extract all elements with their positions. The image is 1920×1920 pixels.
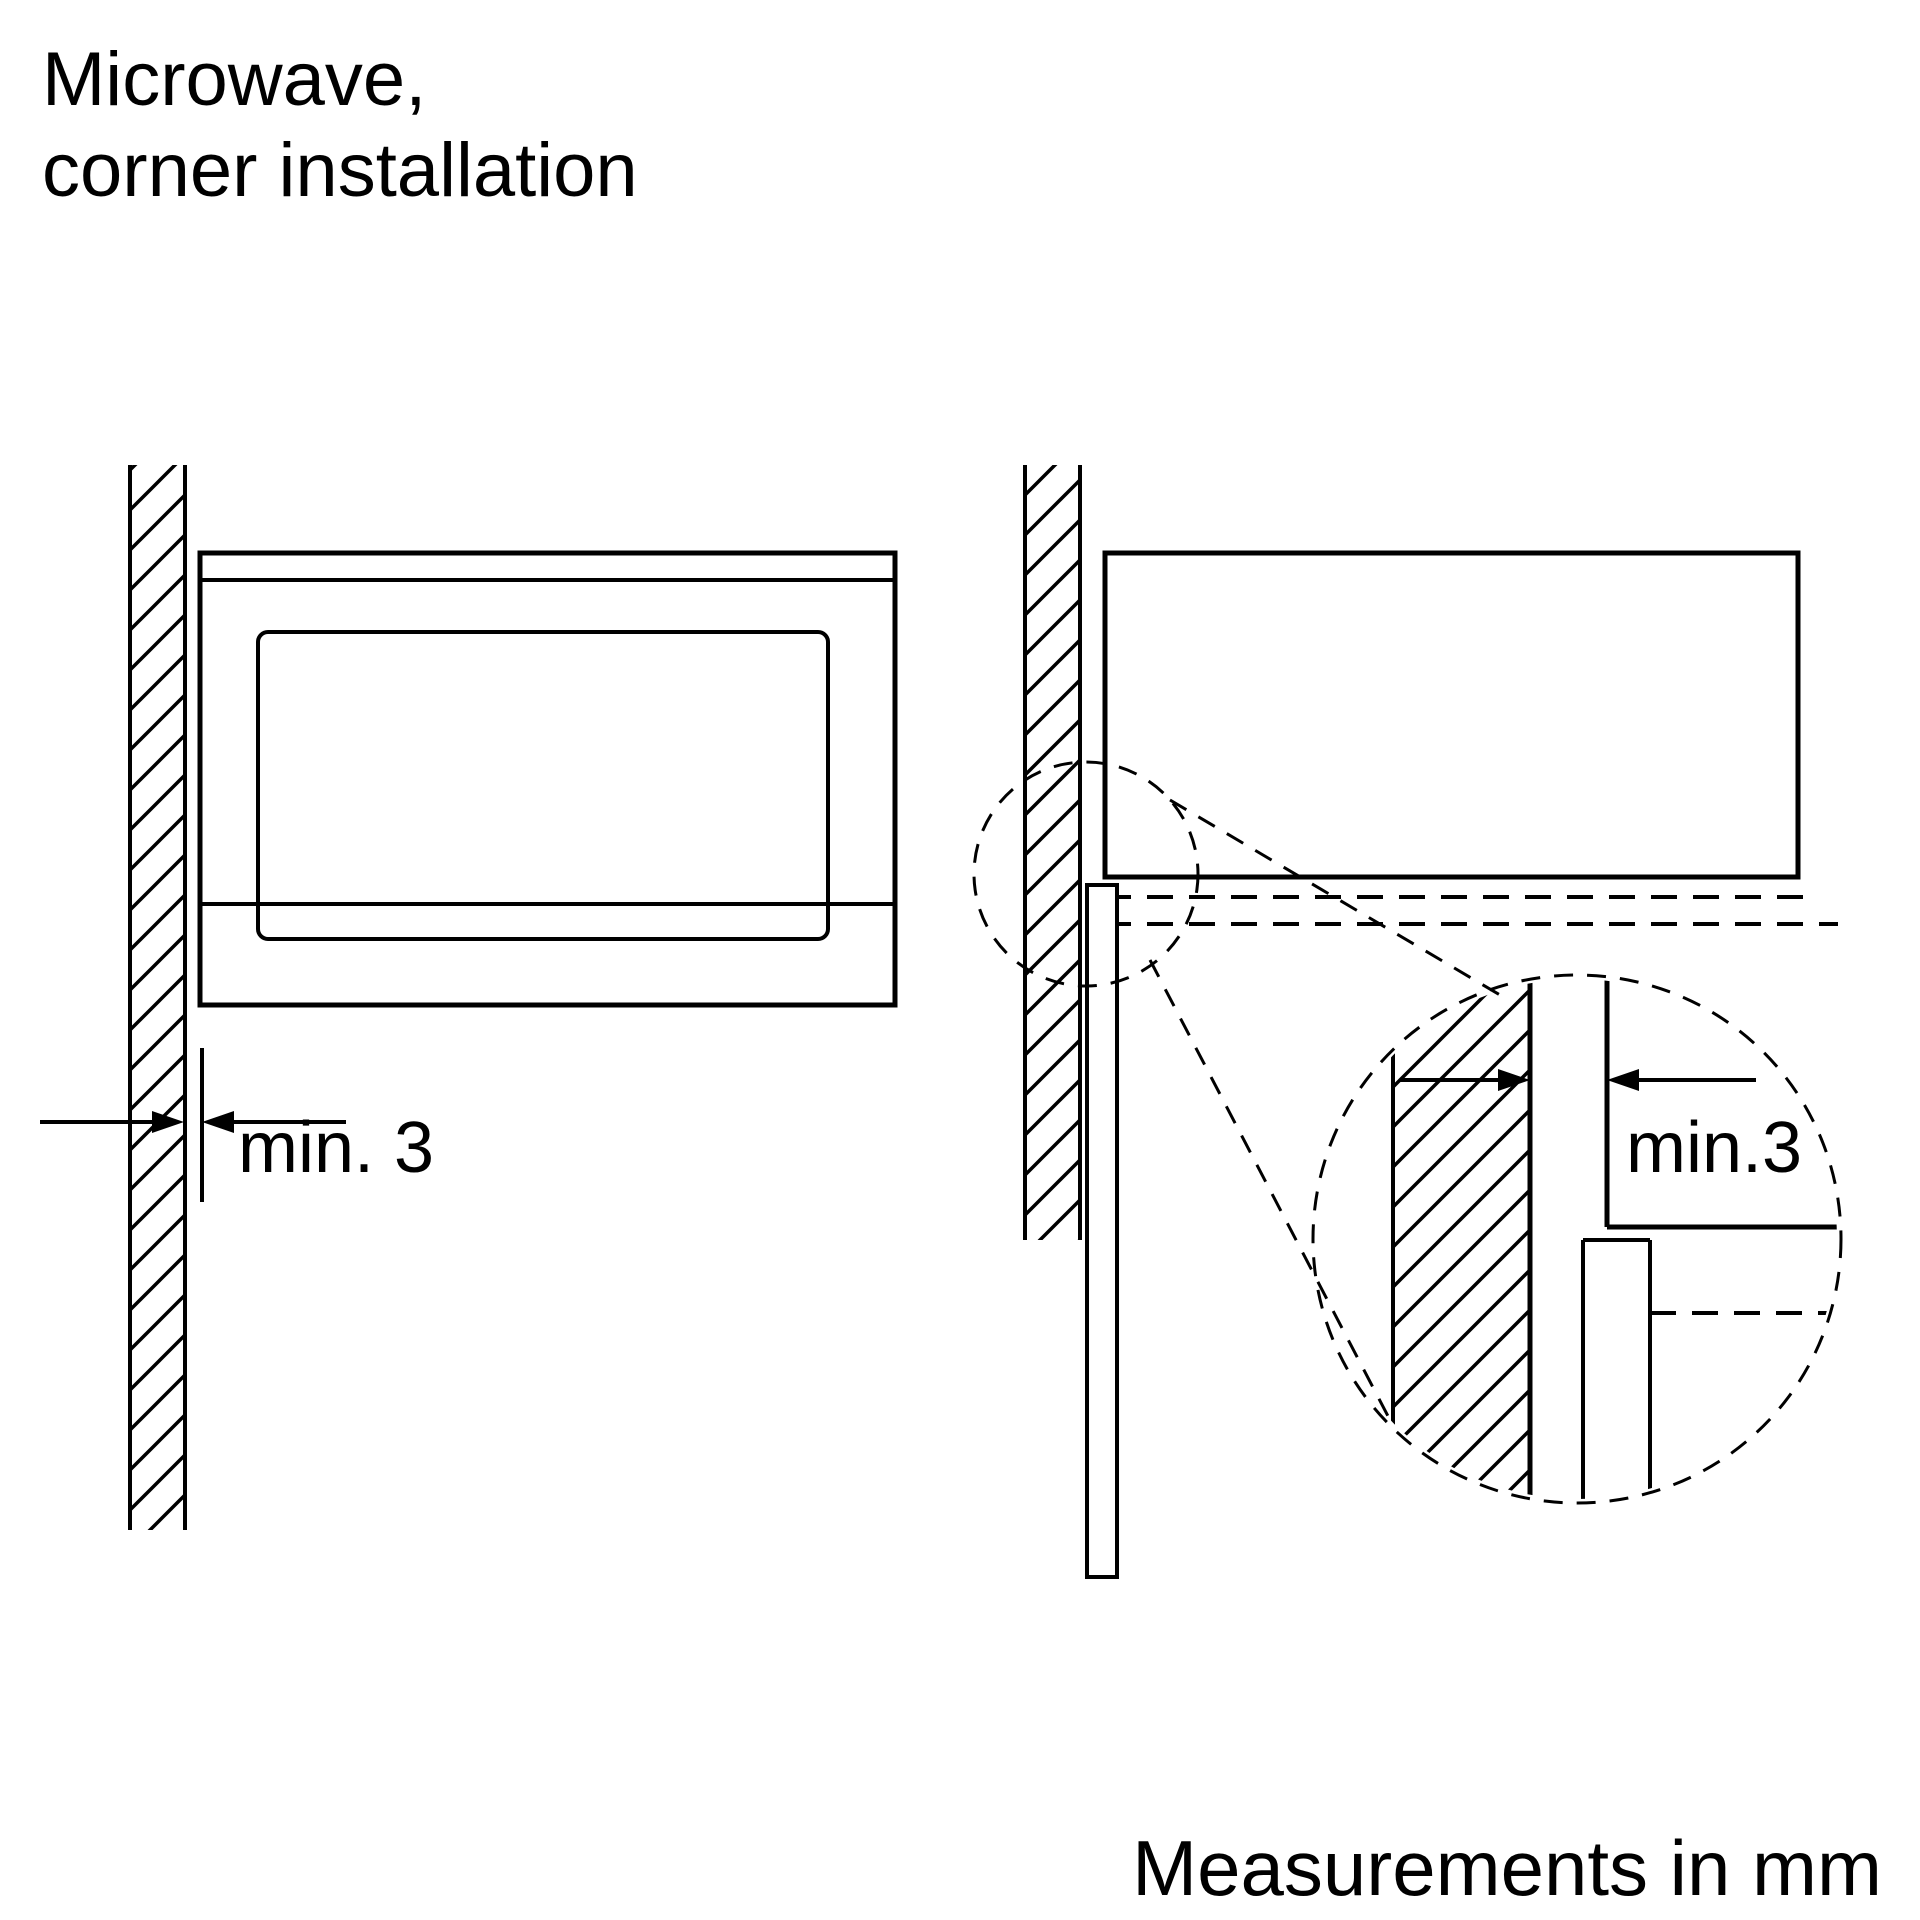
page-title-line2: corner installation: [42, 128, 638, 213]
door-panel: [1085, 883, 1119, 1579]
microwave-front-view: [197, 550, 898, 1008]
front-view-diagram: min. 3: [40, 465, 898, 1530]
page-title: Microwave, corner installation: [42, 37, 638, 213]
front-gap-dimension: min. 3: [40, 1048, 434, 1202]
dimension-arrow-right-head: [202, 1111, 234, 1133]
detail-connector-lower: [1148, 959, 1392, 1421]
wall-hatch-fill: [1025, 465, 1080, 1240]
microwave-door-window: [256, 630, 830, 941]
detail-magnified-view: min.3: [1311, 973, 1843, 1505]
page-title-line1: Microwave,: [42, 37, 426, 122]
detail-contents: [1391, 979, 1837, 1499]
microwave-front-outline: [197, 550, 898, 1008]
microwave-side-outline: [1102, 550, 1801, 880]
dimension-label-detail-gap: min.3: [1626, 1108, 1802, 1188]
dimension-arrow-right-head: [1607, 1069, 1639, 1091]
wall-hatch-side: [1023, 465, 1082, 1240]
side-view-diagram: min.3: [972, 465, 1843, 1579]
units-note: Measurements in mm: [1132, 1824, 1882, 1912]
wall-hatch-front: [128, 465, 187, 1530]
dimension-label-front-gap: min. 3: [238, 1108, 434, 1188]
detail-callout-small-circle: [972, 760, 1200, 988]
dimension-arrow-left-head: [152, 1111, 184, 1133]
detail-gap-dimension: min.3: [1400, 1069, 1802, 1188]
detail-wall-hatch: [1393, 979, 1530, 1499]
detail-callout-large-circle: [1311, 973, 1843, 1505]
wall-hatch-fill: [130, 465, 185, 1530]
dimension-arrow-left-head: [1498, 1069, 1530, 1091]
